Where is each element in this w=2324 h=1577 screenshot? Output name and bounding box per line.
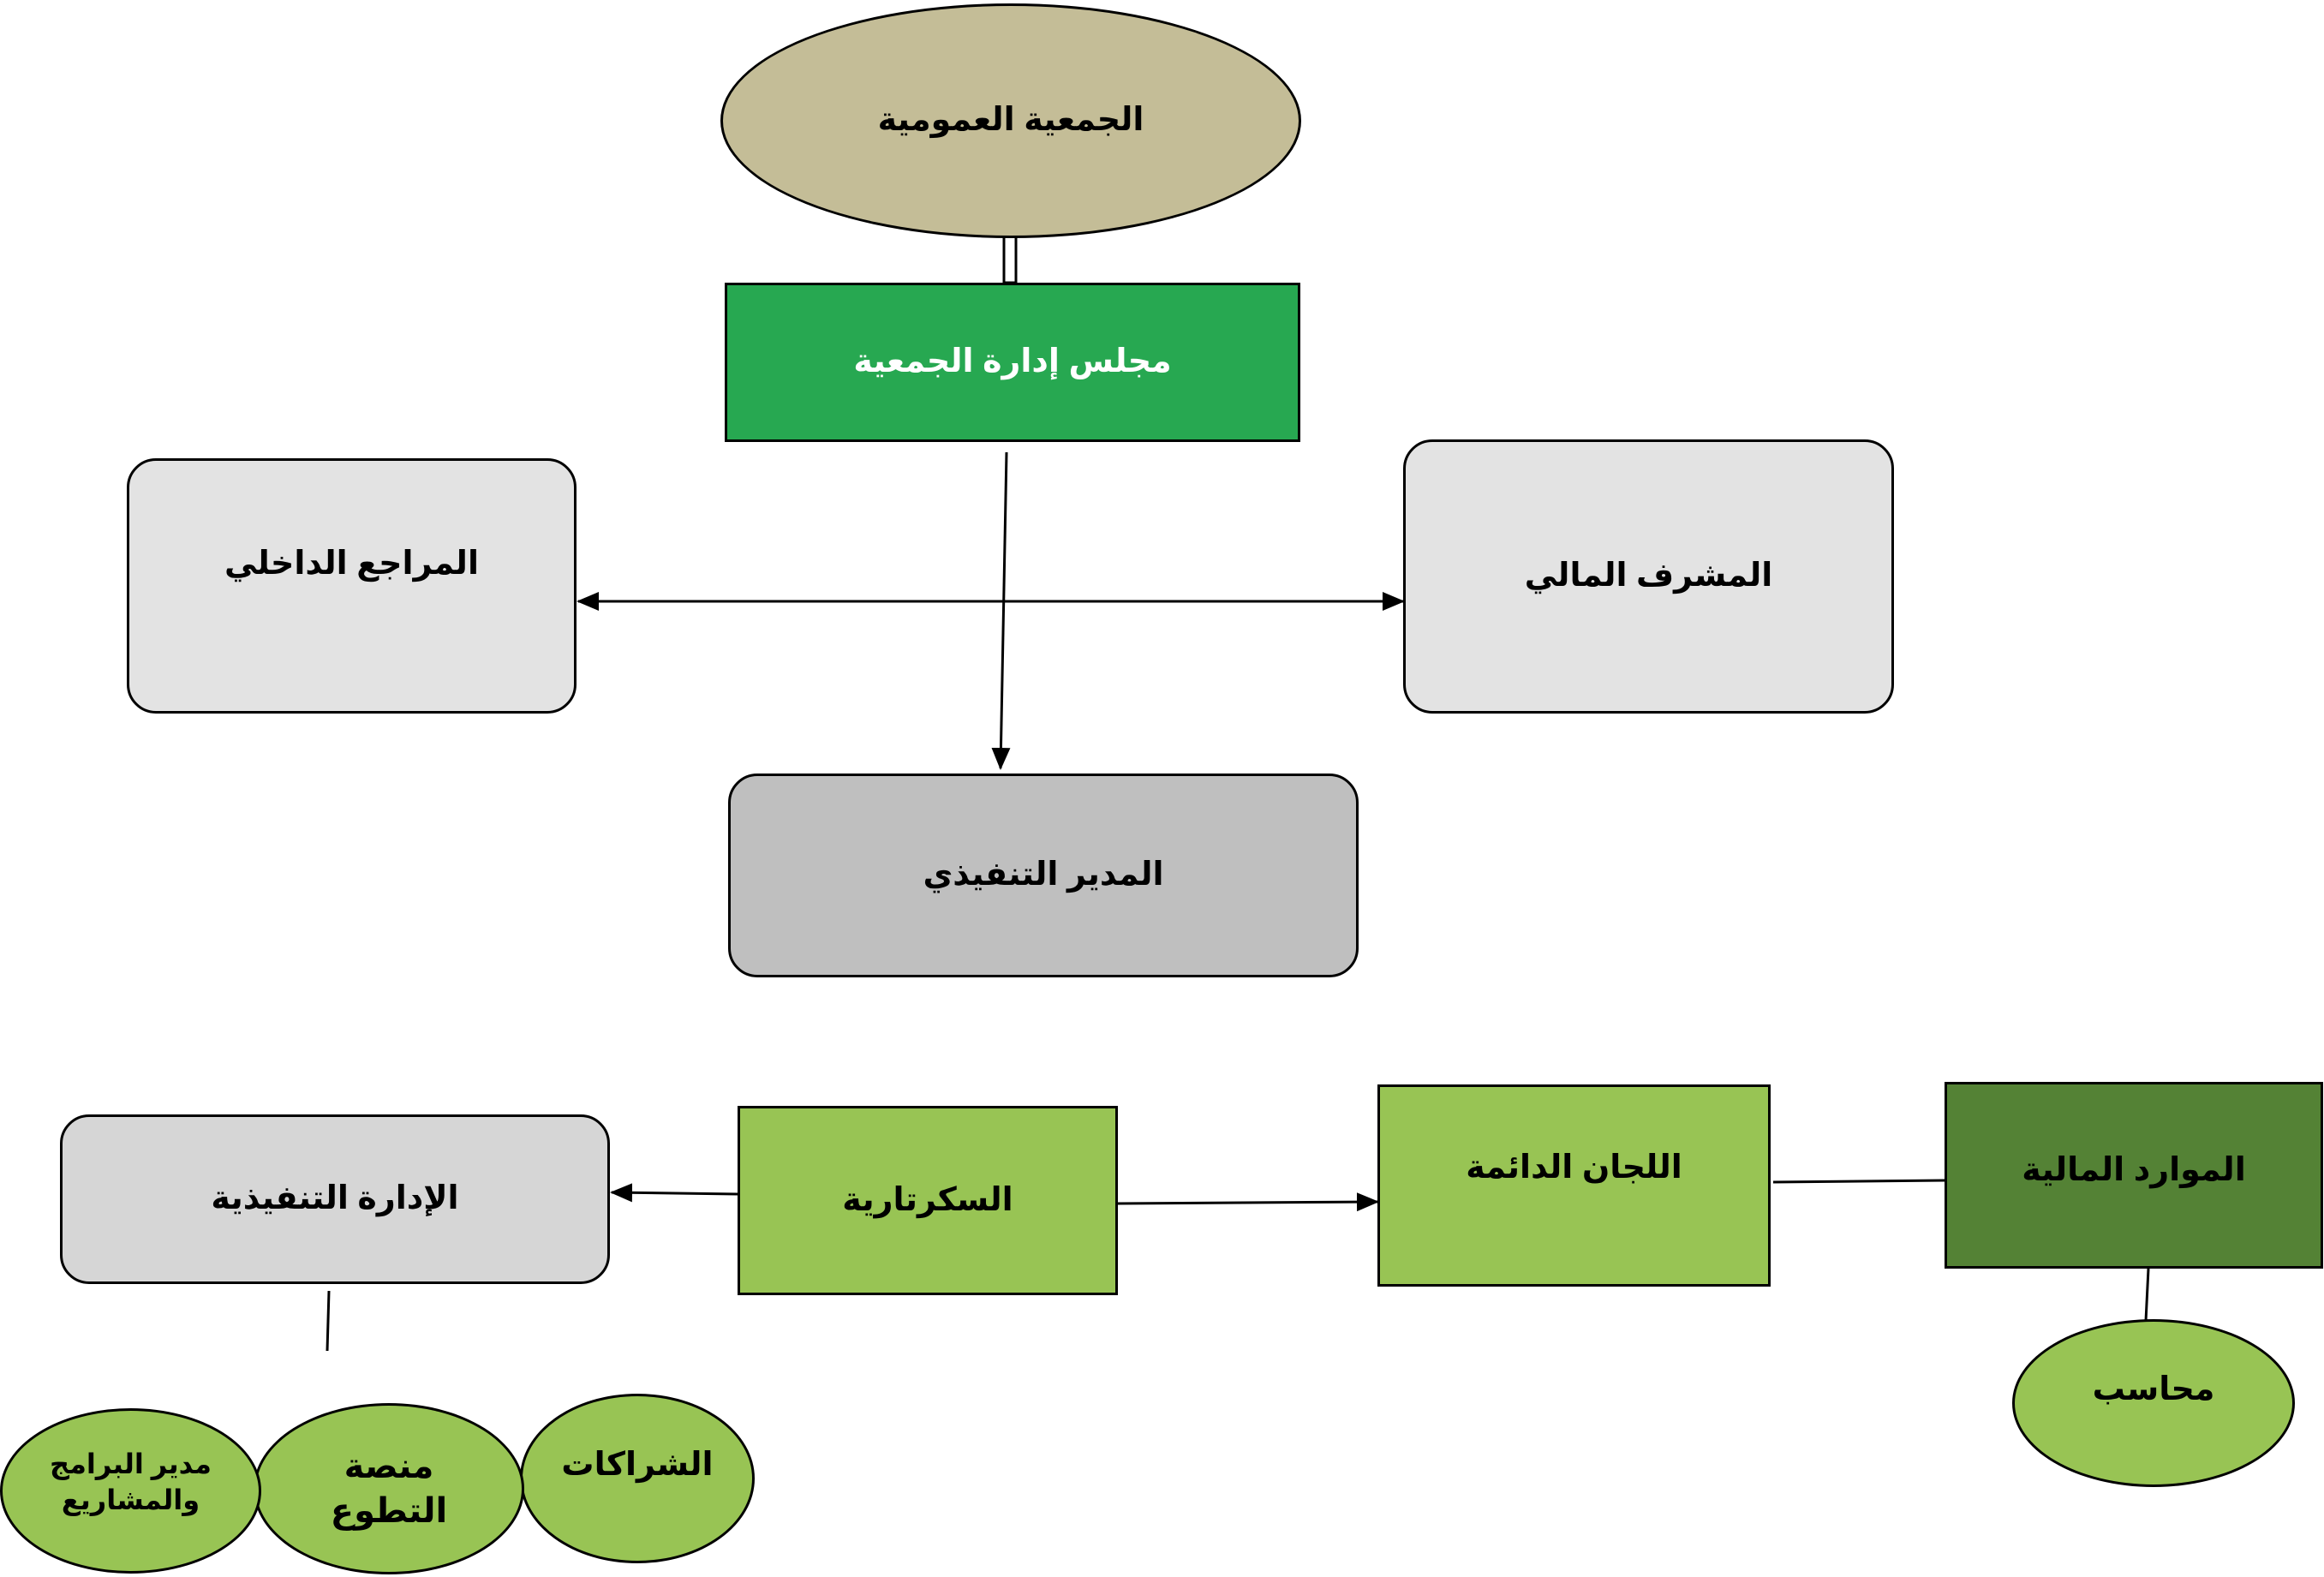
financial-supervisor-node: المشرف المالي [1403, 439, 1894, 714]
volunteering-platform-label: منصة التطوع [330, 1448, 448, 1530]
executive-director-label: المدير التنفيذي [923, 857, 1164, 893]
internal-auditor-label: المراجع الداخلي [224, 546, 479, 582]
accountant-label: محاسب [2092, 1371, 2215, 1408]
general-assembly-label: الجمعية العمومية [877, 102, 1144, 139]
standing-committees-label: اللجان الدائمة [1466, 1150, 1682, 1186]
accountant-node: محاسب [2012, 1319, 2295, 1487]
board-label: مجلس إدارة الجمعية [853, 343, 1172, 380]
secretariat-to-management-arrow [610, 1183, 738, 1203]
volunteering-platform-node: منصة التطوع [254, 1403, 524, 1574]
board-to-director-arrow [991, 451, 1011, 770]
assembly-board-connector [1002, 230, 1018, 284]
financial-resources-label: الموارد المالية [2022, 1152, 2246, 1189]
executive-management-label: الإدارة التنفيذية [211, 1180, 459, 1217]
programs-manager-node: مدير البرامج والمشاريع [0, 1408, 261, 1574]
secretariat-label: السكرتارية [842, 1181, 1013, 1218]
executive-director-node: المدير التنفيذي [728, 774, 1359, 977]
secretariat-node: السكرتارية [738, 1106, 1118, 1295]
resources-accountant-line [2144, 1268, 2150, 1322]
executive-management-node: الإدارة التنفيذية [60, 1114, 610, 1284]
programs-manager-label: مدير البرامج والمشاريع [50, 1448, 212, 1515]
board-node: مجلس إدارة الجمعية [725, 283, 1300, 442]
secretariat-to-committees-arrow [1117, 1192, 1379, 1212]
general-assembly-node: الجمعية العمومية [720, 3, 1301, 238]
partnerships-label: الشراكات [561, 1447, 714, 1484]
partnerships-node: الشراكات [520, 1394, 755, 1563]
standing-committees-node: اللجان الدائمة [1377, 1084, 1771, 1287]
committees-resources-line [1772, 1179, 1945, 1184]
management-down-line [326, 1290, 331, 1352]
internal-auditor-node: المراجع الداخلي [127, 458, 577, 714]
financial-resources-node: الموارد المالية [1945, 1082, 2323, 1269]
financial-supervisor-label: المشرف المالي [1524, 558, 1773, 594]
